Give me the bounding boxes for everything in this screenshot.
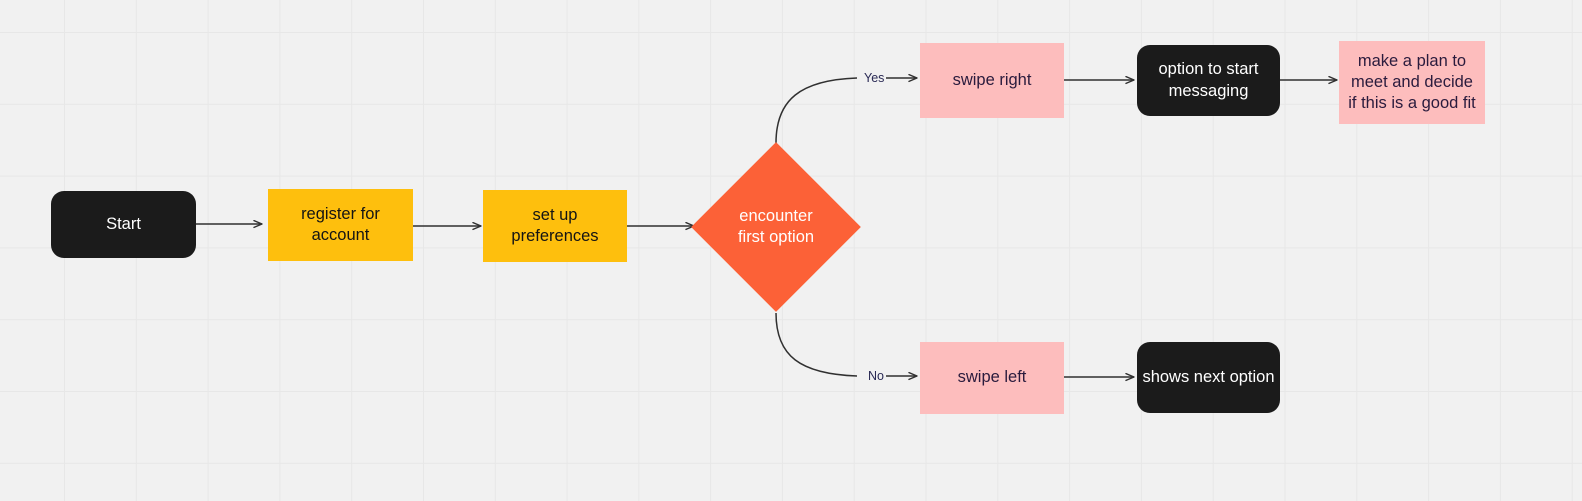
node-shows-next-option[interactable]: shows next option [1137,342,1280,413]
node-swipe-right-label: swipe right [952,70,1032,89]
node-option-to-start-messaging[interactable]: option to start messaging [1137,45,1280,116]
node-option-to-start-messaging-label: option to start messaging [1158,60,1259,100]
node-set-up-preferences-label: set up preferences [511,205,599,245]
node-encounter-first-option-label: encounter first option [737,206,815,246]
node-swipe-right[interactable]: swipe right [920,43,1064,118]
node-encounter-first-option[interactable]: encounter first option [691,142,861,312]
edge-encounter-to-yes [775,77,858,144]
node-set-up-preferences[interactable]: set up preferences [483,190,627,262]
node-register-for-account-label: register for account [301,204,380,244]
node-swipe-left[interactable]: swipe left [920,342,1064,414]
edge-label-no: No [866,369,886,383]
node-shows-next-option-label: shows next option [1142,367,1275,386]
node-make-a-plan[interactable]: make a plan to meet and decide if this i… [1339,41,1485,124]
node-start[interactable]: Start [51,191,196,258]
node-make-a-plan-label: make a plan to meet and decide if this i… [1348,51,1476,113]
node-start-label: Start [106,214,141,233]
edge-encounter-to-no [775,312,858,377]
edge-label-yes: Yes [862,71,887,85]
node-swipe-left-label: swipe left [957,368,1027,387]
node-register-for-account[interactable]: register for account [268,189,413,261]
